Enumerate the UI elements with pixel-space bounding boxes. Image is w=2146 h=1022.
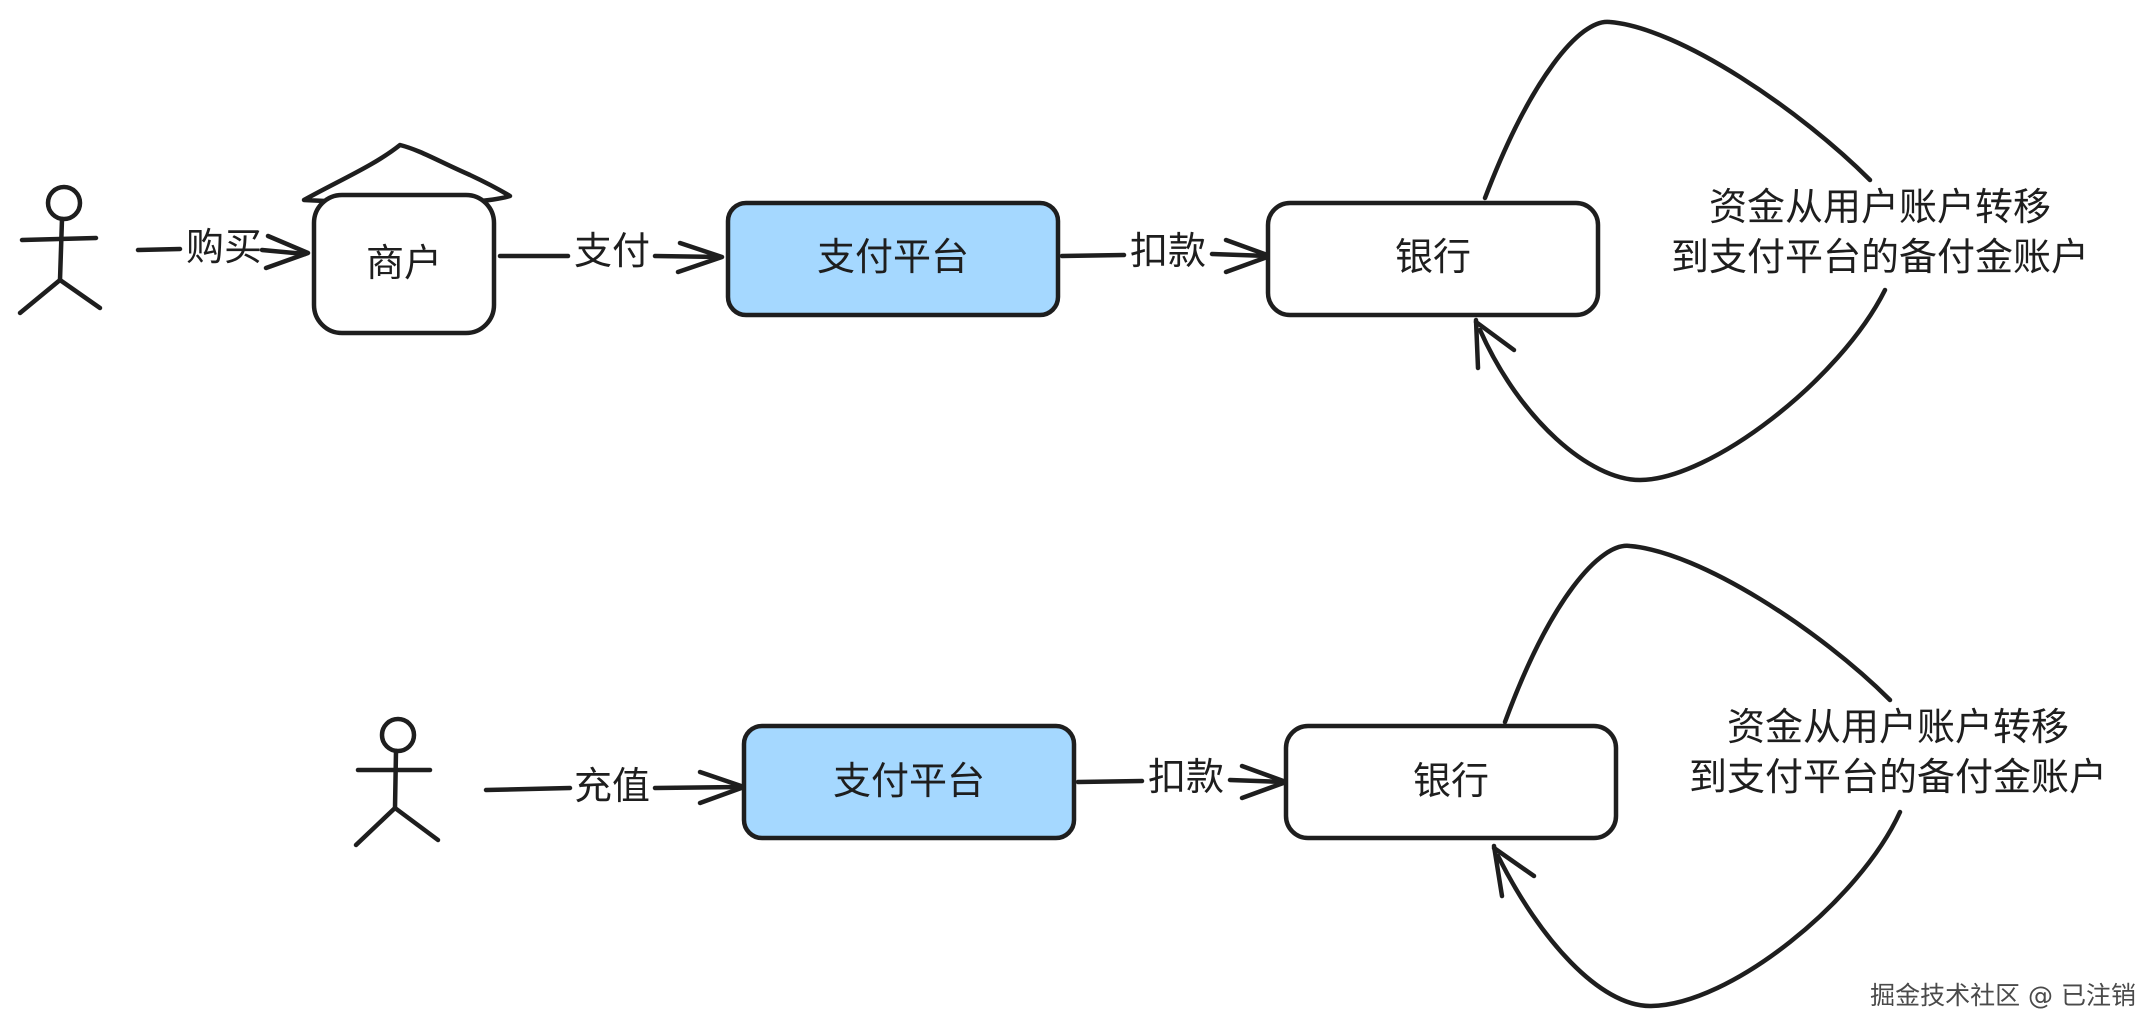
payment-platform-label-1: 支付平台 (817, 235, 969, 279)
bank-node-2: 银行 (1283, 723, 1619, 841)
arrow-buy (135, 233, 311, 271)
note-line-1a: 资金从用户账户转移 (1709, 185, 2051, 229)
bank-label-2: 银行 (1413, 759, 1489, 803)
merchant-label: 商户 (366, 241, 442, 285)
watermark: 掘金技术社区 @ 已注销 (1870, 981, 2136, 1010)
self-loop-arrow-1 (1473, 19, 1888, 483)
edge-label-topup: 充值 (574, 764, 650, 808)
note-line-1b: 到支付平台的备付金账户 (1671, 235, 2089, 279)
payment-platform-node-2: 支付平台 (741, 723, 1077, 841)
edge-label-buy: 购买 (186, 225, 262, 269)
payment-platform-node-1: 支付平台 (725, 200, 1061, 318)
edge-label-debit-2: 扣款 (1148, 755, 1224, 799)
flow-1: 购买 商户 支付 支付平台 扣款 银行 (17, 19, 2089, 483)
note-line-2a: 资金从用户账户转移 (1727, 705, 2069, 749)
arrow-pay (497, 240, 725, 275)
merchant-node: 商户 (301, 142, 513, 336)
user-actor-2-icon (353, 716, 441, 848)
flow-2: 充值 支付平台 扣款 银行 资金从用户账户转移 到支付平台的备付金账户 (353, 543, 2107, 1009)
bank-label-1: 银行 (1395, 235, 1471, 279)
bank-node-1: 银行 (1265, 200, 1601, 318)
self-loop-arrow-2 (1491, 543, 1903, 1009)
payment-platform-label-2: 支付平台 (833, 759, 985, 803)
edge-label-debit-1: 扣款 (1130, 229, 1206, 273)
note-line-2b: 到支付平台的备付金账户 (1689, 755, 2107, 799)
user-actor-1-icon (17, 184, 103, 316)
edge-label-pay: 支付 (574, 229, 650, 273)
